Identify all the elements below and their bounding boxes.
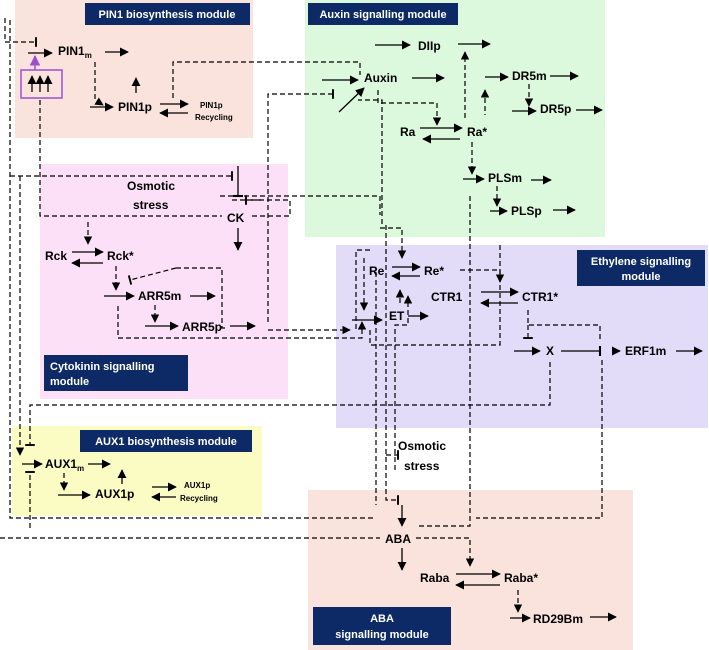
- node-osmotic-stress-2-line1: Osmotic: [398, 439, 446, 453]
- node-aux1p-recycling-2: Recycling: [180, 494, 218, 503]
- node-arr5p: ARR5p: [182, 320, 222, 334]
- node-raba: Raba: [420, 571, 450, 585]
- node-arr5m: ARR5m: [138, 289, 181, 303]
- cytokinin-module-edges: [10, 100, 381, 339]
- aux1-module-title: AUX1 biosynthesis module: [95, 436, 237, 448]
- node-x: X: [546, 344, 554, 358]
- auxin-module-bg: [305, 0, 605, 237]
- cytokinin-module-title-line2: module: [50, 376, 89, 388]
- node-osmotic-stress-2-line2: stress: [404, 459, 440, 473]
- node-aux1p: AUX1p: [95, 487, 134, 501]
- auxin-module-edges: [267, 39, 603, 322]
- cytokinin-module-title-box: [44, 355, 188, 391]
- aba-module-title-line2: signalling module: [335, 629, 429, 641]
- ethylene-module-title-box: [577, 250, 705, 286]
- cytokinin-module-title-line1: Cytokinin signalling: [50, 361, 155, 373]
- node-aux1m: AUX1m: [45, 457, 84, 473]
- pin1-module-title: PIN1 biosynthesis module: [99, 9, 236, 21]
- node-re: Re: [369, 264, 385, 278]
- auxin-module-title-box: [308, 3, 458, 25]
- pin1-regulator-box: [20, 69, 63, 99]
- node-rd29bm: RD29Bm: [533, 612, 583, 626]
- aux1-module-edges: [9, 20, 376, 528]
- ethylene-module-edges: [25, 227, 703, 519]
- node-pin1p: PIN1p: [118, 100, 152, 114]
- node-dllp: DIIp: [418, 39, 441, 53]
- node-erf1m: ERF1m: [625, 344, 666, 358]
- node-pin1p-recycling-2: Recycling: [195, 113, 233, 122]
- node-auxin: Auxin: [364, 71, 397, 85]
- auxin-module-title: Auxin signalling module: [319, 9, 446, 21]
- node-rck-star: Rck*: [107, 249, 134, 263]
- node-plsp: PLSp: [511, 204, 542, 218]
- node-ctr1-star: CTR1*: [522, 290, 558, 304]
- aba-module-title-box: [313, 607, 451, 645]
- ethylene-module-title-line2: module: [621, 271, 660, 283]
- aba-module-title-line1: ABA: [370, 613, 394, 625]
- node-ctr1: CTR1: [431, 290, 463, 304]
- node-ra: Ra: [400, 125, 416, 139]
- node-et: ET: [389, 309, 405, 323]
- node-dr5p: DR5p: [540, 102, 571, 116]
- aba-module-edges: [0, 196, 617, 623]
- node-rck: Rck: [45, 249, 67, 263]
- node-aux1p-recycling-1: AUX1p: [184, 481, 210, 490]
- node-pin1p-recycling-1: PIN1p: [200, 101, 223, 110]
- aux1-module-title-box: [80, 430, 252, 452]
- ethylene-module-title-line1: Ethylene signalling: [591, 256, 691, 268]
- node-pin1m: PIN1m: [58, 44, 92, 60]
- node-aba: ABA: [385, 532, 411, 546]
- node-ck: CK: [227, 211, 245, 225]
- node-osmotic-stress-1-line1: Osmotic: [127, 179, 175, 193]
- node-osmotic-stress-1-line2: stress: [133, 198, 169, 212]
- node-raba-star: Raba*: [504, 571, 538, 585]
- node-dr5m: DR5m: [512, 69, 547, 83]
- pin1-module-edges: [4, 18, 361, 118]
- node-ra-star: Ra*: [467, 125, 487, 139]
- pin1-module-title-box: [85, 3, 250, 25]
- node-re-star: Re*: [424, 264, 444, 278]
- node-plsm: PLSm: [488, 171, 522, 185]
